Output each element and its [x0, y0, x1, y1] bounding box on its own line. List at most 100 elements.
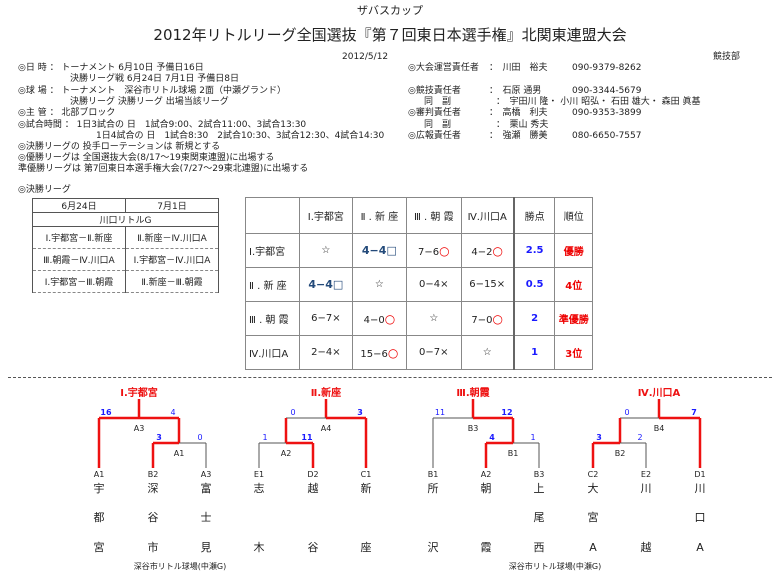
bracket-winner: Ⅳ.川口A [638, 387, 681, 399]
team-seed-code: B3 [534, 470, 545, 479]
team-name-char: 大 [588, 481, 599, 495]
page-title: 2012年リトルリーグ全国選抜『第７回東日本選手権』北関東連盟大会 [153, 26, 627, 44]
team-name: Ⅳ.川口A [245, 335, 300, 370]
team-seed-code: A1 [94, 470, 105, 479]
self-star: ☆ [374, 279, 384, 290]
match-result: 4−4□ [298, 267, 353, 302]
match-result: 6−7× [298, 301, 353, 336]
team-name-char: 沢 [428, 540, 439, 554]
info-line: 決勝リーグ 決勝リーグ 出場当該リーグ [70, 97, 229, 107]
match-result: 4−0○ [351, 301, 407, 336]
match-result: 2−4× [298, 335, 353, 370]
win-mark: ○ [492, 243, 503, 258]
match-result: ☆ [405, 301, 462, 336]
team-seed-code: D1 [694, 470, 705, 479]
staff-name: ： 川田 裕夫 [489, 63, 548, 73]
staff-role: ◎大会運営責任者 [408, 63, 479, 73]
venue-label: 深谷市リトル球場(中瀬G) [509, 561, 601, 571]
team-name-char: 志 [254, 482, 265, 495]
semi-score-right: 2 [637, 433, 642, 442]
team-name-char: 市 [148, 540, 159, 554]
staff-name: ： 強瀬 勝美 [489, 131, 548, 141]
score: 2−4 [311, 347, 333, 358]
score: 4−2 [471, 246, 493, 258]
staff-role: 同 副 [424, 97, 452, 107]
team-seed-code: D2 [307, 470, 318, 479]
team-name-char: A [696, 541, 704, 554]
score: 0−4 [419, 279, 441, 290]
info-line: ◎球 場 ： トーナメント 深谷市リトル球場 2面（中瀬グランド） [18, 86, 287, 96]
team-seed-code: E2 [641, 470, 651, 479]
staff-role: 同 副 [424, 120, 452, 130]
info-line: ◎優勝リーグは 全国選抜大会(8/17～19東関東連盟)に出場する [18, 153, 275, 163]
score: 7−6 [418, 246, 440, 258]
win-mark: ○ [492, 311, 503, 326]
league-header: 勝点 [512, 197, 556, 234]
bracket-winner: Ⅲ.朝霞 [456, 386, 490, 399]
semi-score-right: 0 [197, 433, 202, 442]
team-seed-code: E1 [254, 470, 264, 479]
loss-mark: × [496, 279, 506, 290]
score: 6−7 [311, 313, 333, 324]
staff-phone: 090-3344-5679 [572, 86, 642, 96]
league-header: 順位 [554, 197, 593, 234]
team-name-char: 尾 [534, 511, 545, 524]
staff-name: ： 高橋 利夫 [489, 108, 548, 118]
info-line: 準優勝リーグは 第7回東日本選手権大会(7/27～29東北連盟)に出場する [18, 164, 309, 174]
schedule-match: Ⅱ.新座－Ⅳ.川口A [125, 226, 219, 249]
semi-score-left: 1 [262, 433, 267, 442]
match-result: ☆ [351, 267, 407, 302]
staff-role: ◎広報責任者 [408, 131, 461, 141]
final-score-right: 3 [357, 408, 363, 417]
team-name-char: 宮 [588, 510, 599, 524]
score: 4−4 [308, 278, 333, 291]
score: 4−4 [361, 244, 387, 257]
team-name-char: 霞 [481, 541, 492, 554]
info-line: ◎主 管 ： 北部ブロック [18, 108, 116, 118]
team-name-char: 富 [201, 481, 212, 495]
bracket-winner: Ⅰ.宇都宮 [120, 386, 158, 399]
team-name-char: A [589, 541, 597, 554]
semi-game-code: A2 [281, 449, 292, 458]
schedule-match: Ⅰ.宇都宮－Ⅲ.朝霞 [32, 270, 126, 293]
info-line: 1日4試合の 日 1試合8:30 2試合10:30、3試合12:30、4試合14… [96, 131, 385, 141]
league-header: Ⅱ . 新 座 [351, 197, 407, 234]
match-result: 4−4□ [351, 233, 407, 268]
schedule-match: Ⅱ.新座－Ⅲ.朝霞 [125, 270, 219, 293]
score: 6−15 [469, 279, 497, 290]
staff-role: ◎競技責任者 [408, 86, 461, 96]
league-header: Ⅲ . 朝 霞 [405, 197, 462, 234]
team-name-char: 谷 [148, 511, 159, 524]
league-header: Ⅳ.川口A [460, 197, 515, 234]
team-name-char: 越 [308, 481, 319, 495]
self-star: ☆ [429, 313, 439, 324]
rank: 準優勝 [554, 301, 593, 336]
semi-score-left: 3 [156, 433, 162, 442]
schedule-date: 6月24日 [32, 198, 126, 213]
team-seed-code: C2 [588, 470, 599, 479]
staff-name: ： 石原 通男 [489, 86, 542, 96]
team-seed-code: C1 [361, 470, 372, 479]
match-result: ☆ [460, 335, 515, 370]
draw-mark: □ [332, 278, 344, 291]
document-date: 2012/5/12 [342, 52, 389, 62]
win-mark: ○ [387, 345, 399, 360]
final-score-left: 0 [290, 408, 295, 417]
info-line: ◎決勝リーグの 投手ローテーションは 新規とする [18, 142, 221, 152]
team-name: Ⅰ.宇都宮 [245, 233, 300, 268]
team-name-char: 宇 [94, 482, 105, 495]
team-name-char: 谷 [308, 541, 319, 554]
rank: 4位 [554, 267, 593, 302]
team-name-char: 木 [254, 541, 265, 554]
match-result: 0−7× [405, 335, 462, 370]
semi-game-code: A1 [174, 449, 185, 458]
match-result: 7−0○ [460, 301, 515, 336]
league-header [245, 197, 300, 234]
team-seed-code: B1 [428, 470, 439, 479]
team-name-char: 西 [534, 541, 545, 554]
